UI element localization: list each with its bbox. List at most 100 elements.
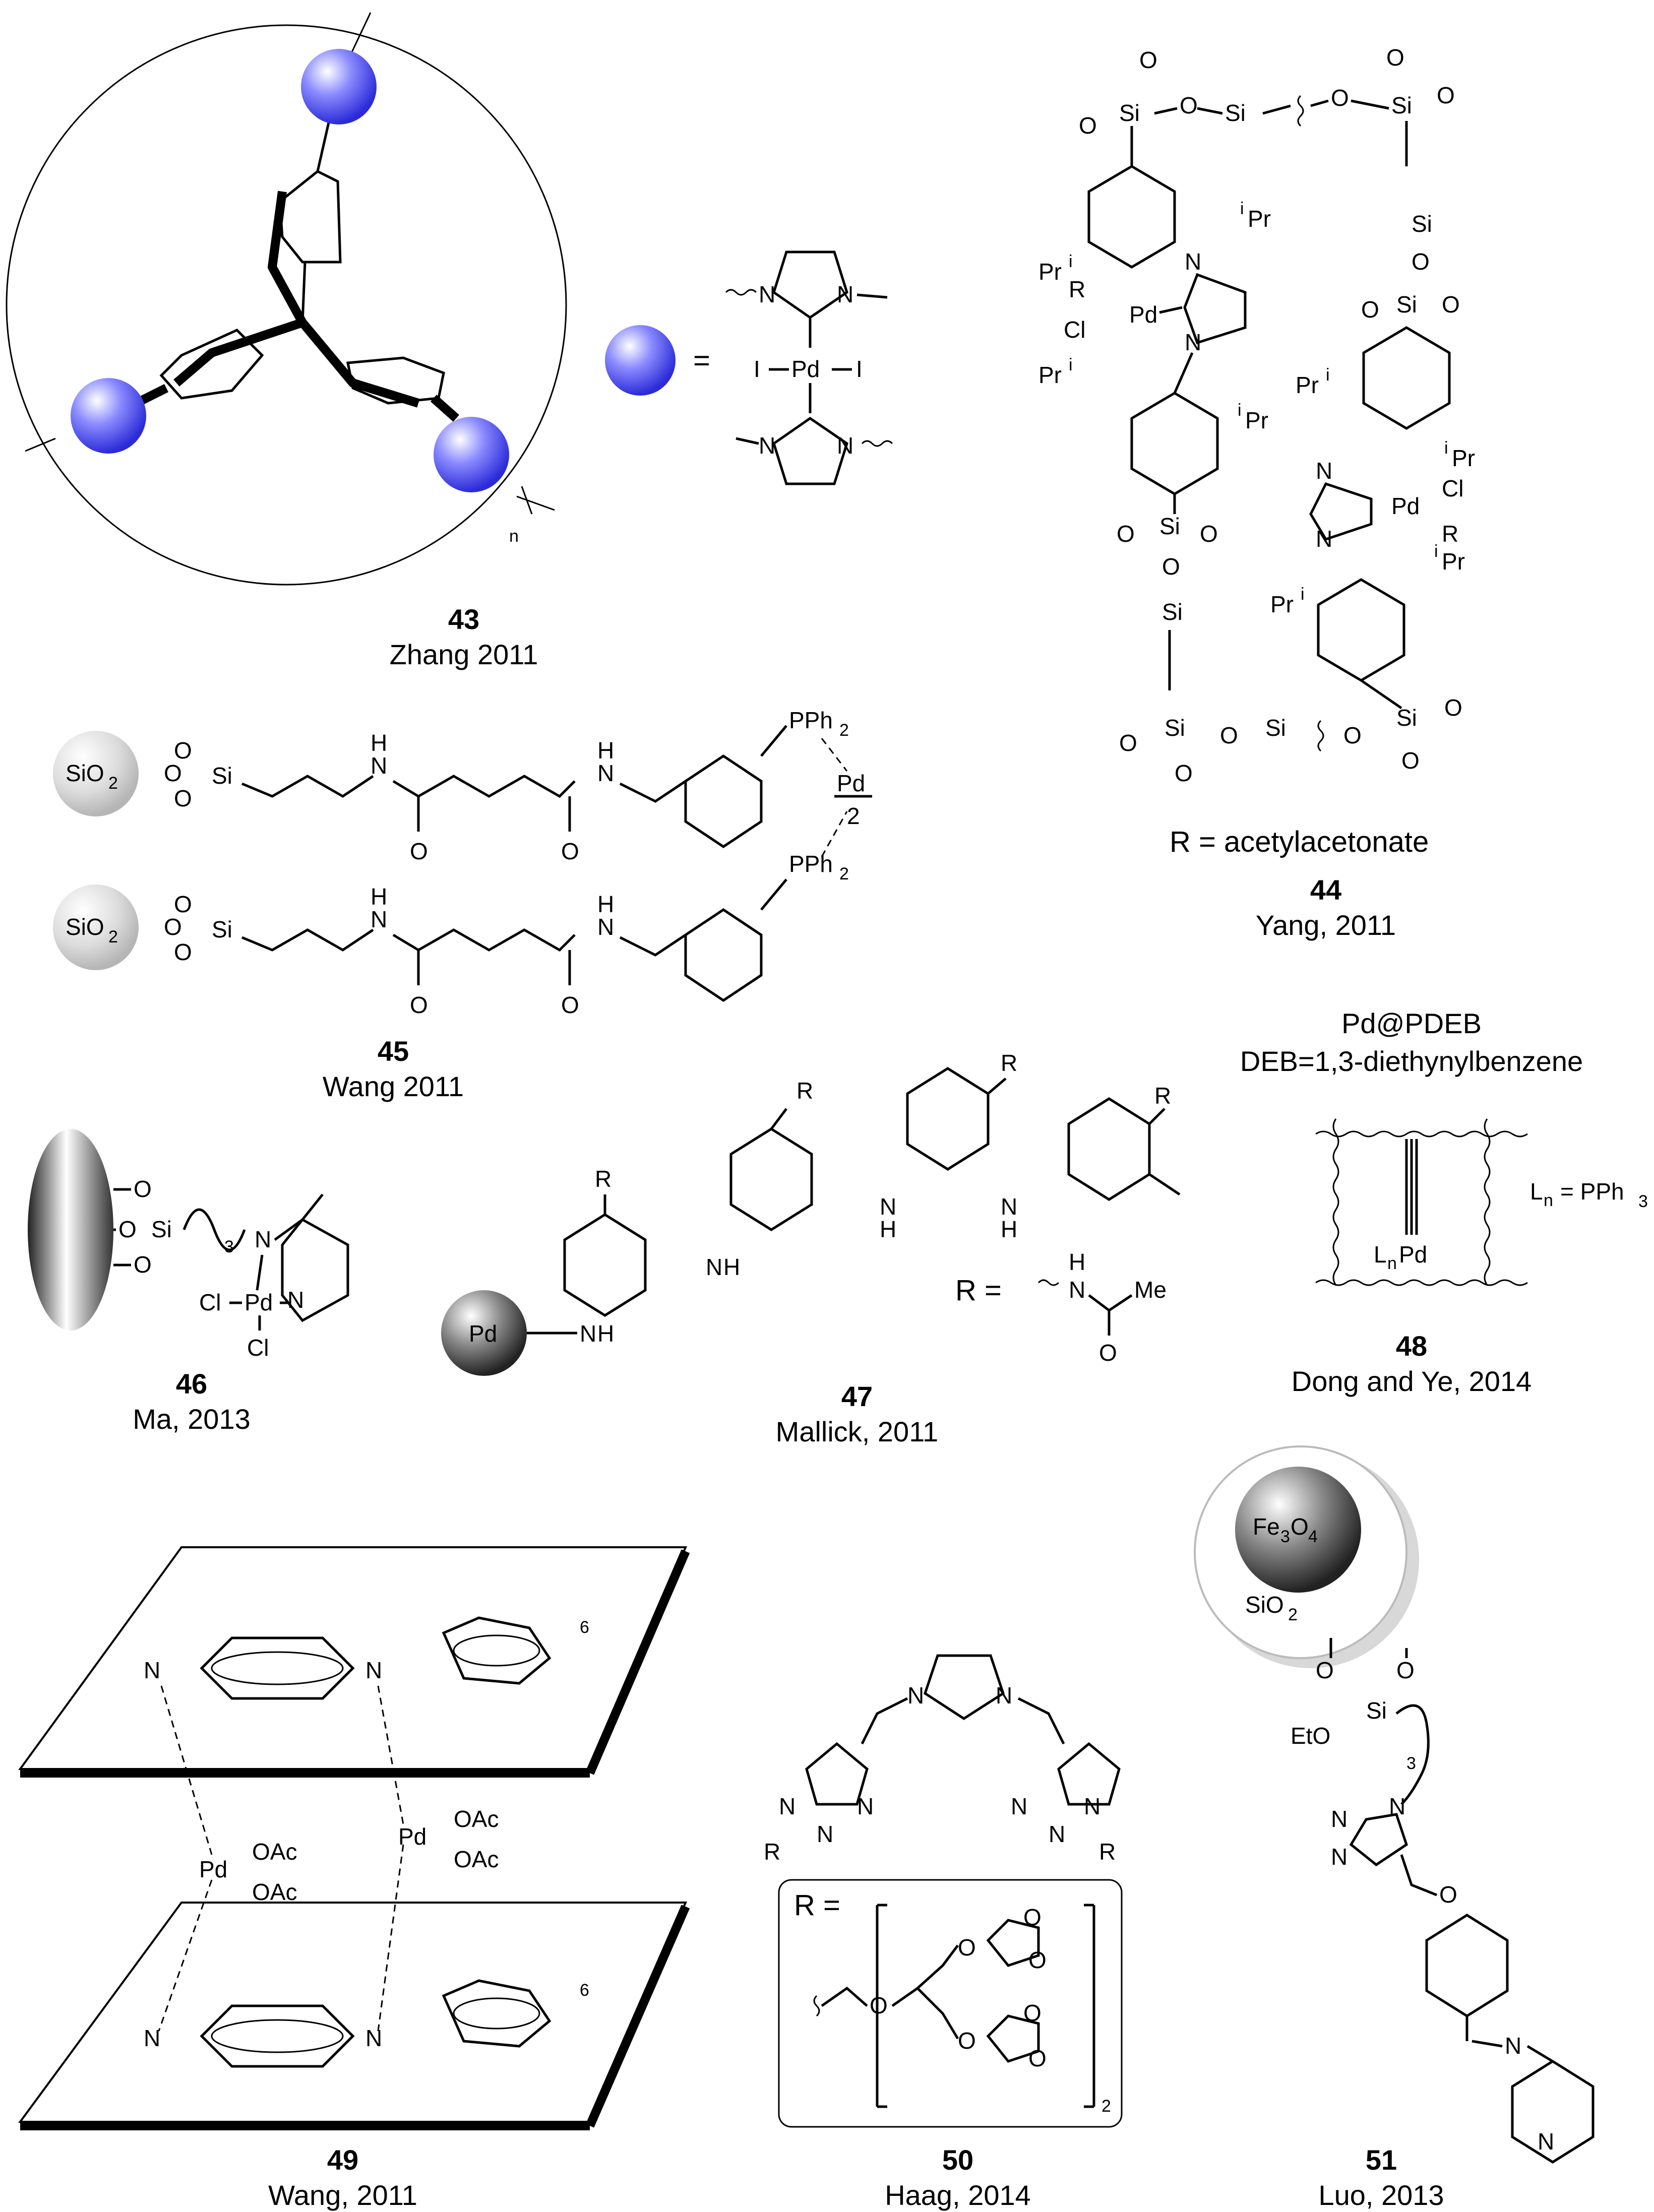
svg-text:O: O — [958, 1934, 976, 1961]
svg-text:N: N — [880, 1193, 896, 1220]
svg-text:R: R — [797, 1078, 813, 1104]
svg-text:O: O — [164, 914, 182, 940]
svg-text:O: O — [1023, 2000, 1042, 2026]
svg-text:Si: Si — [212, 916, 232, 942]
svg-text:I: I — [754, 356, 760, 382]
compound-46: O O O Si 3 N N Cl Pd Cl 46 Ma, 2013 — [28, 1129, 349, 1435]
svg-text:2: 2 — [1101, 2097, 1111, 2116]
svg-text:O: O — [1291, 1513, 1309, 1540]
svg-text:Pd: Pd — [1129, 301, 1157, 328]
svg-text:O: O — [1117, 521, 1135, 547]
svg-text:Si: Si — [1412, 211, 1432, 237]
fe3o4-core — [1235, 1467, 1361, 1593]
svg-text:Pr: Pr — [1442, 548, 1465, 575]
sheet-top — [18, 1546, 688, 1770]
svg-text:2: 2 — [839, 721, 849, 740]
svg-text:H: H — [371, 730, 387, 756]
ncp-ball-top — [301, 49, 377, 124]
svg-text:Pd: Pd — [244, 1289, 273, 1315]
repeat-n: n — [509, 527, 519, 546]
svg-text:N: N — [779, 1793, 795, 1819]
svg-text:OAc: OAc — [252, 1839, 297, 1865]
svg-text:O: O — [174, 891, 192, 917]
svg-text:Pd: Pd — [1399, 1241, 1427, 1268]
svg-text:O: O — [958, 2028, 976, 2054]
svg-text:Pd: Pd — [791, 356, 820, 382]
svg-text:Si: Si — [1159, 513, 1180, 539]
compound-author-43: Zhang 2011 — [390, 639, 538, 670]
r-definition-47: R = — [955, 1274, 1002, 1307]
svg-text:Pr: Pr — [1245, 407, 1268, 433]
svg-text:Si: Si — [1366, 1697, 1387, 1724]
svg-text:i: i — [1238, 401, 1242, 420]
compound-author-51: Luo, 2013 — [1318, 2179, 1444, 2211]
svg-text:H: H — [597, 891, 614, 917]
svg-text:R: R — [595, 1166, 611, 1192]
compound-48: Pd@PDEB DEB=1,3-diethynylbenzene L n Pd … — [1240, 1007, 1648, 1397]
compound-author-50: Haag, 2014 — [885, 2179, 1031, 2211]
svg-text:N: N — [1389, 1793, 1405, 1819]
svg-text:N: N — [1001, 1193, 1017, 1220]
svg-text:O: O — [1439, 1881, 1457, 1908]
svg-text:O: O — [1316, 1657, 1334, 1683]
svg-text:O: O — [1028, 1947, 1047, 1973]
svg-text:SiO: SiO — [66, 914, 104, 940]
svg-text:N: N — [1185, 248, 1201, 275]
svg-text:N: N — [907, 1682, 924, 1709]
svg-text:O: O — [1175, 760, 1193, 786]
svg-text:i: i — [1434, 542, 1438, 561]
svg-text:Pr: Pr — [1038, 362, 1062, 388]
svg-text:6: 6 — [580, 1618, 589, 1637]
svg-text:O: O — [1442, 291, 1460, 318]
svg-text:O: O — [1386, 44, 1404, 71]
svg-text:H: H — [1069, 1249, 1085, 1275]
svg-text:Cl: Cl — [247, 1335, 269, 1361]
svg-text:i: i — [1301, 585, 1305, 604]
compound-author-49: Wang, 2011 — [268, 2179, 417, 2211]
svg-text:H: H — [1001, 1216, 1017, 1242]
svg-text:O: O — [1412, 248, 1430, 275]
svg-text:R: R — [1099, 1839, 1116, 1865]
svg-text:O: O — [1437, 82, 1455, 108]
svg-text:O: O — [1099, 1340, 1117, 1366]
svg-text:3: 3 — [224, 1237, 234, 1256]
svg-text:O: O — [118, 1216, 137, 1242]
title-48: Pd@PDEB — [1341, 1007, 1482, 1039]
svg-text:H: H — [723, 1254, 740, 1280]
svg-text:PPh: PPh — [789, 707, 833, 733]
svg-text:N: N — [759, 281, 775, 307]
svg-text:3: 3 — [1638, 1192, 1648, 1211]
svg-text:Pr: Pr — [1248, 206, 1271, 232]
compound-number-50: 50 — [942, 2144, 973, 2176]
svg-text:Pd: Pd — [1391, 493, 1420, 519]
pd-fraction-denom: 2 — [847, 803, 860, 829]
support-ellipse — [28, 1129, 113, 1331]
compound-author-47: Mallick, 2011 — [776, 1416, 939, 1447]
svg-text:N: N — [817, 1821, 833, 1847]
pd-fraction-num: Pd — [837, 770, 865, 796]
svg-text:N: N — [1011, 1793, 1027, 1819]
svg-text:Cl: Cl — [199, 1289, 221, 1315]
svg-text:O: O — [1119, 730, 1137, 756]
compound-number-48: 48 — [1396, 1330, 1427, 1362]
svg-text:N: N — [597, 760, 614, 786]
svg-text:O: O — [410, 838, 428, 864]
svg-text:n: n — [1387, 1254, 1397, 1273]
svg-text:N: N — [1316, 458, 1332, 484]
compound-44: Si O Si O Si O O O O Pr i Pr i N N Pd R … — [1038, 44, 1475, 941]
svg-text:N: N — [144, 1657, 160, 1683]
equals-sign: = — [693, 344, 710, 377]
svg-text:Si: Si — [1265, 715, 1286, 741]
svg-text:O: O — [134, 1176, 152, 1202]
svg-text:N: N — [759, 432, 775, 459]
svg-text:R: R — [1069, 276, 1085, 302]
svg-text:N: N — [597, 914, 614, 940]
svg-text:Si: Si — [212, 763, 232, 789]
svg-text:N: N — [837, 281, 853, 307]
svg-text:O: O — [870, 1992, 888, 2018]
svg-text:2: 2 — [108, 927, 118, 946]
svg-text:i: i — [1444, 438, 1448, 458]
svg-text:O: O — [1028, 2045, 1047, 2071]
compound-author-48: Dong and Ye, 2014 — [1292, 1365, 1532, 1397]
r-definition-44: R = acetylacetonate — [1170, 826, 1429, 858]
